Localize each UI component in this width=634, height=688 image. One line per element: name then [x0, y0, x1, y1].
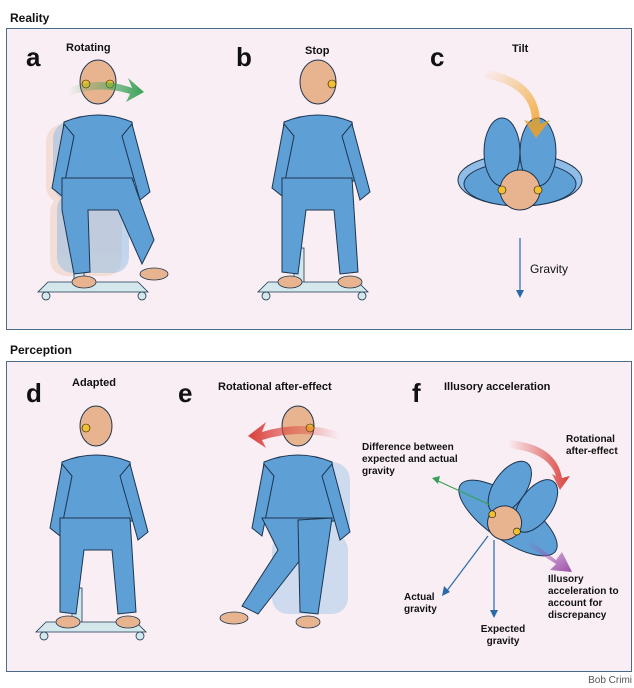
person-tilt-top-view: [458, 118, 582, 210]
person-adapted: [36, 406, 148, 640]
person-rotating: [38, 60, 168, 300]
person-rotational-after-effect: [220, 406, 350, 628]
person-illusory-acceleration-top-view: [447, 439, 587, 570]
actual-gravity-arrow: [446, 536, 488, 592]
person-stop: [258, 60, 370, 300]
